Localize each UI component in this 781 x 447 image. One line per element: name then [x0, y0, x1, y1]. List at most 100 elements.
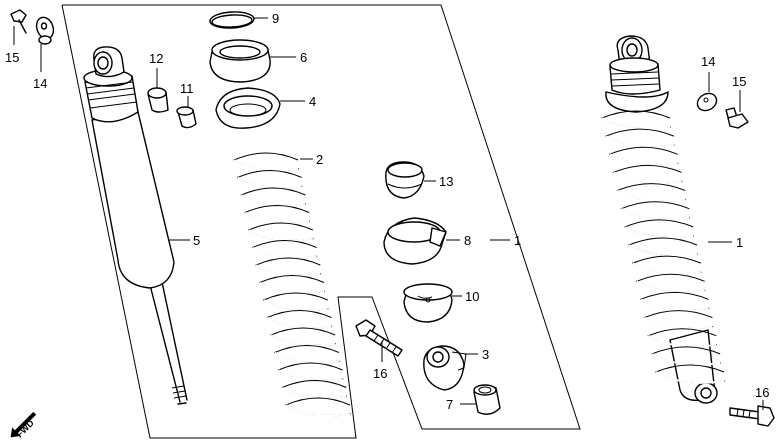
spring-2-coil-highlight: [240, 194, 306, 207]
spring-right-coil-highlight: [636, 280, 705, 294]
spring-right-coil-highlight: [655, 371, 725, 384]
bolt-16-right: [729, 405, 775, 427]
bolt-16-middle: [355, 319, 403, 357]
spring-2-coil-back: [274, 345, 340, 353]
fwd-arrow-icon: [10, 411, 37, 438]
spring-right-coil-highlight: [640, 298, 709, 312]
bolt-15-left: [10, 9, 27, 34]
circlip-9: [209, 11, 255, 29]
bushing-12: [147, 87, 169, 113]
spring-right-coil-back: [644, 310, 713, 319]
damper-body: [83, 46, 188, 405]
callout-1-right: 1: [736, 235, 743, 250]
spring-2-coil-highlight: [278, 369, 343, 382]
spring-2-coil-back: [282, 380, 347, 388]
spring-2-coil-back: [270, 327, 336, 336]
spring-2-coil-back: [259, 275, 325, 283]
coil-spring-2: [233, 152, 351, 417]
callout-10: 10: [465, 289, 479, 304]
spring-right-coil-highlight: [613, 171, 682, 185]
spring-right-coil-back: [640, 292, 709, 300]
spring-right-coil-back: [609, 146, 678, 155]
callout-12: 12: [149, 51, 163, 66]
spring-2-coil-highlight: [252, 246, 317, 260]
callout-15-left: 15: [5, 50, 19, 65]
spring-2-coil-back: [237, 170, 302, 178]
spring-2-coil-back: [267, 310, 332, 318]
collar-11: [176, 106, 197, 129]
spring-right-coil-back: [628, 237, 698, 246]
spring-right-coil-back: [605, 128, 675, 137]
spring-seat-stopper-8: [383, 217, 447, 265]
callout-9: 9: [272, 11, 279, 26]
spring-right-coil-back: [613, 165, 682, 173]
callout-16-middle: 16: [373, 366, 387, 381]
callout-4: 4: [309, 94, 316, 109]
spring-right-coil-back: [624, 219, 694, 228]
spring-right-coil-highlight: [620, 207, 690, 221]
lower-joint-3: [423, 345, 467, 391]
spring-right-coil-highlight: [628, 244, 698, 257]
spring-right-coil-highlight: [609, 153, 678, 167]
spring-2-coil-back: [285, 397, 351, 406]
spring-right-coil-highlight: [651, 353, 721, 366]
spring-2-coil-back: [263, 292, 328, 301]
spring-2-coil-back: [256, 257, 321, 266]
stopper-rubber-13: [385, 161, 425, 199]
fwd-label: FWD: [14, 417, 36, 439]
spring-2-coil-highlight: [266, 316, 332, 330]
spring-2-coil-back: [233, 152, 299, 161]
spring-right-coil-highlight: [643, 316, 713, 330]
callout-14-right: 14: [701, 54, 715, 69]
callout-3: 3: [482, 347, 489, 362]
spring-right-coil-back: [601, 110, 671, 119]
spring-2-coil-highlight: [255, 264, 321, 277]
spring-right-coil-highlight: [601, 117, 671, 130]
assembled-coil-spring: [601, 110, 725, 384]
spring-2-coil-highlight: [233, 159, 299, 172]
assembly-outline: [61, 4, 581, 439]
collar-7: [473, 384, 501, 415]
spring-right-coil-highlight: [624, 226, 694, 239]
spring-right-coil-back: [651, 346, 721, 355]
spring-seat-4: [215, 87, 281, 129]
spring-right-coil-back: [655, 364, 725, 373]
spring-right-coil-back: [632, 255, 702, 264]
spring-2-coil-back: [278, 362, 343, 371]
callout-6: 6: [300, 50, 307, 65]
callout-1-box: 1: [514, 233, 521, 248]
callout-11: 11: [180, 81, 194, 96]
spring-2-coil-highlight: [281, 386, 347, 400]
spring-right-coil-highlight: [605, 135, 674, 148]
washer-14-left: [35, 16, 55, 45]
bolt-15-right: [725, 107, 749, 129]
spring-2-coil-highlight: [285, 404, 351, 417]
spring-2-coil-back: [252, 240, 317, 248]
callout-15-right: 15: [732, 74, 746, 89]
spring-right-coil-back: [636, 273, 705, 282]
spring-2-coil-highlight: [270, 334, 336, 347]
spring-2-coil-back: [244, 205, 310, 213]
spring-right-coil-highlight: [632, 262, 701, 275]
callout-5: 5: [193, 233, 200, 248]
spring-right-coil-highlight: [616, 189, 686, 203]
callout-7: 7: [446, 397, 453, 412]
spring-2-coil-back: [248, 222, 314, 231]
bump-cap-10: [403, 283, 453, 323]
spring-2-coil-highlight: [263, 299, 328, 312]
spring-2-coil-highlight: [274, 351, 340, 365]
spring-2-coil-highlight: [259, 281, 325, 295]
spring-2-coil-highlight: [244, 211, 310, 225]
washer-14-right: [696, 92, 718, 112]
callout-8: 8: [464, 233, 471, 248]
spring-2-coil-highlight: [237, 176, 302, 190]
callout-2: 2: [316, 152, 323, 167]
spring-2-coil-back: [241, 187, 306, 196]
callout-13: 13: [439, 174, 453, 189]
spring-right-coil-back: [621, 201, 690, 210]
callout-16-right: 16: [755, 385, 769, 400]
spring-right-coil-highlight: [647, 334, 717, 348]
spring-2-coil-highlight: [248, 229, 314, 242]
callout-14-left: 14: [33, 76, 47, 91]
